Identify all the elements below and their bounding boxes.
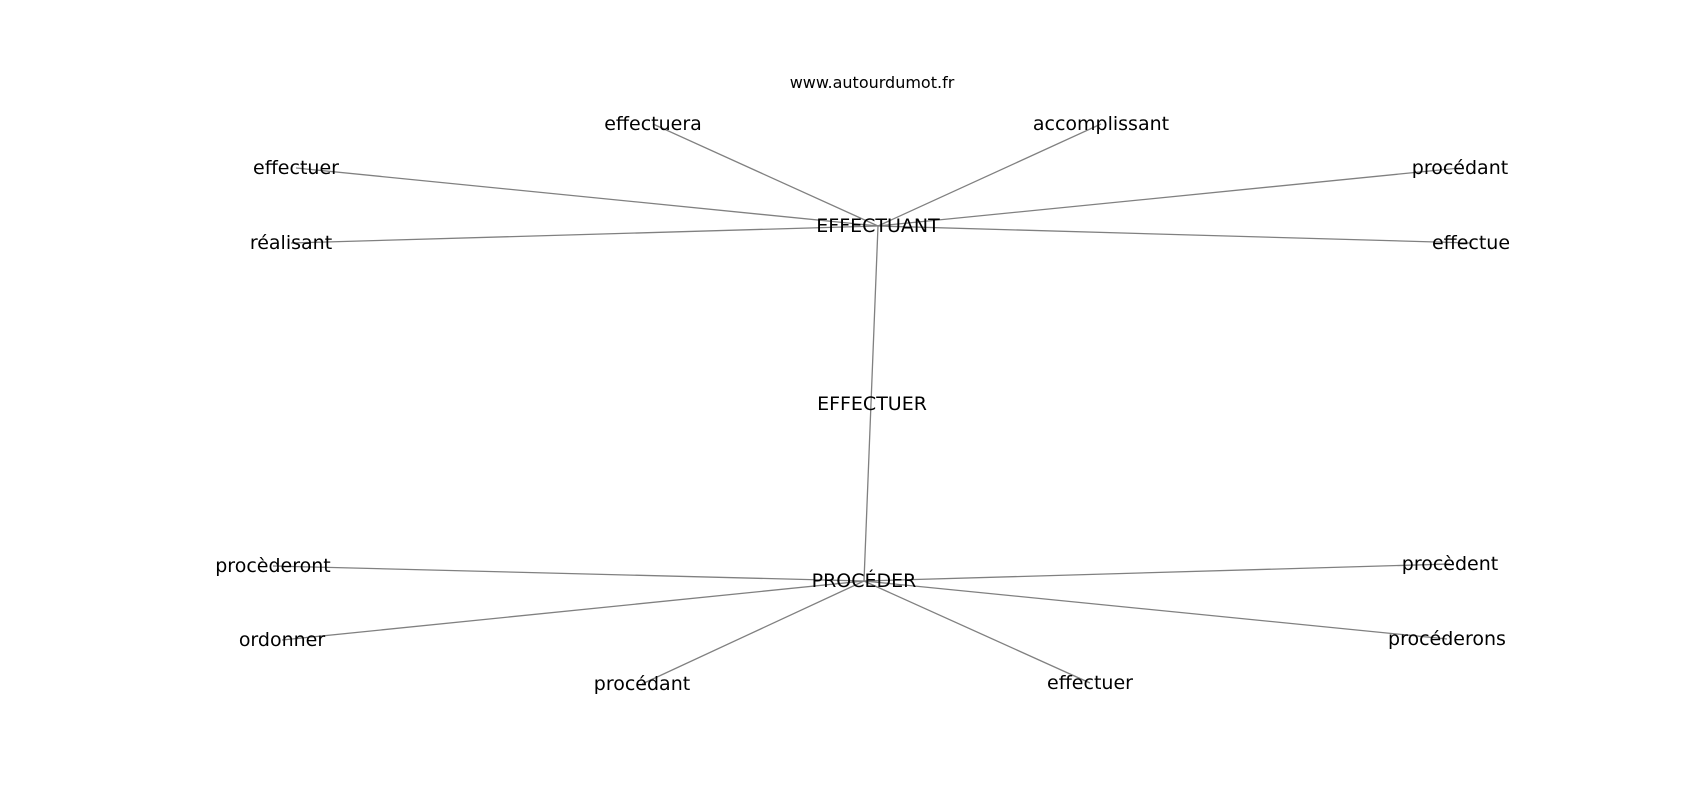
node-procederons[interactable]: procéderons: [1388, 628, 1506, 650]
edge-proceder-effectuer_b: [863, 580, 1091, 684]
node-effectuer-center[interactable]: EFFECTUER: [817, 393, 927, 415]
node-procedent[interactable]: procèdent: [1402, 553, 1498, 575]
edge-effectuant-proceder: [863, 225, 879, 582]
edge-effectuant-effectue: [877, 225, 1472, 244]
edge-proceder-procederons: [863, 580, 1448, 640]
edge-proceder-procederont: [272, 565, 865, 582]
node-procedant-b[interactable]: procédant: [594, 673, 690, 695]
node-realisant[interactable]: réalisant: [250, 232, 332, 254]
edge-effectuant-effectuer_a: [295, 167, 879, 227]
edge-effectuant-effectuera: [652, 123, 879, 227]
node-proceder[interactable]: PROCÉDER: [812, 569, 917, 592]
edge-proceder-ordonner: [281, 580, 865, 641]
node-ordonner[interactable]: ordonner: [239, 629, 326, 651]
node-accomplissant[interactable]: accomplissant: [1033, 113, 1169, 135]
node-effectuer-b[interactable]: effectuer: [1047, 672, 1133, 694]
edge-effectuant-realisant: [290, 225, 879, 244]
edge-effectuant-accomplissant: [877, 123, 1102, 227]
source-label[interactable]: www.autourdumot.fr: [790, 73, 955, 92]
node-effectuer-a[interactable]: effectuer: [253, 157, 339, 179]
node-effectuera[interactable]: effectuera: [604, 113, 702, 135]
edge-proceder-procedant_b: [641, 580, 865, 685]
node-effectuant[interactable]: EFFECTUANT: [816, 215, 940, 237]
node-effectue[interactable]: effectue: [1432, 232, 1510, 254]
edges-layer: [272, 123, 1472, 685]
edge-effectuant-procedant_a: [877, 167, 1461, 227]
nodes-layer: EFFECTUER EFFECTUANT PROCÉDER effectuera acc…: [215, 113, 1510, 695]
edge-proceder-procedent: [863, 563, 1451, 582]
node-procedant-a[interactable]: procédant: [1412, 157, 1508, 179]
node-procederont[interactable]: procèderont: [215, 555, 330, 577]
